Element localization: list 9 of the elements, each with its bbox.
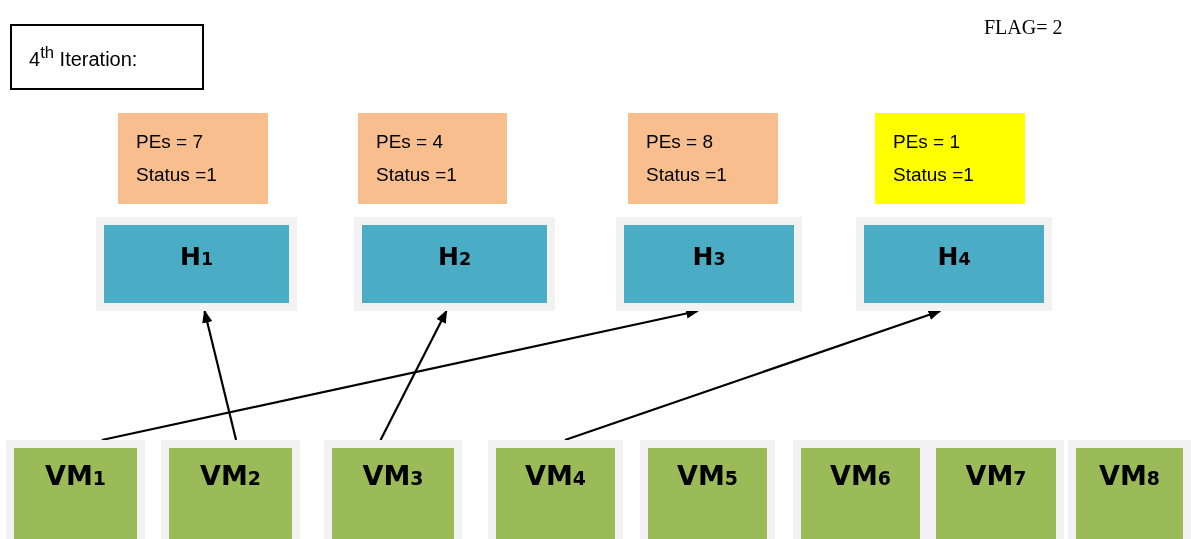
status-box: PEs = 8 Status =1 xyxy=(628,113,778,204)
status-box: PEs = 7 Status =1 xyxy=(118,113,268,204)
arrow xyxy=(202,309,238,441)
status-box: PEs = 4 Status =1 xyxy=(358,113,507,204)
arrow xyxy=(379,309,448,441)
arrow xyxy=(564,309,942,442)
flag-label: FLAG= 2 xyxy=(984,16,1063,39)
title-box: 4$^{th}$ Iteration: xyxy=(10,24,204,90)
status-box: PEs = 1 Status =1 xyxy=(875,113,1025,204)
